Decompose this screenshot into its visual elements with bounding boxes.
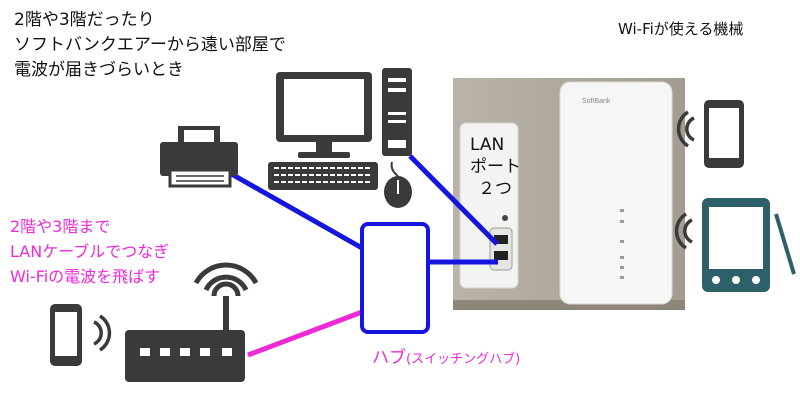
mouse-cord — [390, 161, 399, 177]
drive-bay — [388, 78, 406, 82]
lan-label-line: LAN — [470, 135, 505, 155]
wifi-arc — [203, 274, 249, 292]
lan-port-2 — [494, 251, 508, 260]
router-brand-text: SoftBank — [582, 98, 611, 105]
smartphone-icon — [50, 304, 112, 366]
hub-label: ハブ(スイッチングハブ) — [372, 343, 520, 368]
printer-body — [160, 142, 238, 176]
lan-port-label: LAN ポート ２つ — [470, 134, 521, 200]
printer-output-lines — [176, 175, 224, 182]
wifi-arc — [193, 262, 259, 285]
status-led — [620, 209, 624, 212]
left-caption-line: LANケーブルでつなぎ — [10, 242, 170, 261]
tablet-button — [732, 276, 740, 284]
drive-bay — [388, 112, 406, 115]
top-caption-line: 2階や3階だったり — [14, 10, 155, 30]
drive-bay — [388, 88, 406, 92]
tablet-button — [712, 276, 720, 284]
router-led — [160, 348, 170, 356]
smartphone-icon — [676, 100, 744, 168]
printer-output — [168, 168, 232, 188]
phone-screen — [709, 108, 739, 158]
top-caption: 2階や3階だったり ソフトバンクエアーから遠い部屋で 電波が届きづらいとき — [14, 8, 286, 83]
desktop-pc-icon — [268, 68, 412, 208]
left-caption-line: 2階や3階まで — [10, 217, 111, 236]
monitor-screen — [284, 79, 364, 135]
stylus-icon — [774, 213, 796, 275]
router-led — [222, 348, 232, 356]
left-caption: 2階や3階まで LANケーブルでつなぎ Wi-Fiの電波を飛ばす — [10, 214, 169, 289]
keyboard-keys — [274, 167, 372, 183]
cables — [226, 154, 499, 358]
tablet-icon — [674, 198, 796, 292]
router-led — [200, 348, 210, 356]
wifi-devices-title: Wi-Fiが使える機械 — [618, 20, 744, 38]
printer-paper — [184, 130, 214, 144]
lan-label-line: ポート — [470, 157, 521, 177]
monitor-stand — [298, 152, 350, 158]
monitor-neck — [316, 142, 332, 154]
wifi-signal-icon — [676, 110, 690, 148]
status-led — [620, 220, 624, 223]
softbank-air-front-view: SoftBank — [559, 81, 673, 305]
wifi-signal-icon — [674, 212, 688, 250]
router-front-body — [559, 81, 673, 305]
top-caption-line: 電波が届きづらいとき — [14, 60, 184, 80]
left-caption-line: Wi-Fiの電波を飛ばす — [10, 267, 161, 286]
status-led — [620, 240, 624, 243]
wifi-router-icon — [125, 262, 259, 382]
hub-label-main: ハブ — [372, 348, 406, 368]
tablet-button — [752, 276, 760, 284]
drive-bay — [388, 120, 406, 123]
status-led — [620, 266, 624, 269]
tablet-screen — [709, 207, 763, 269]
wifi-arc — [211, 281, 241, 297]
wifi-signal-icon — [683, 218, 693, 244]
router-antenna — [223, 296, 229, 332]
wifi-signal-icon — [93, 320, 103, 346]
hub-label-sub: (スイッチングハブ) — [406, 352, 521, 367]
tower-slot — [388, 140, 406, 148]
router-led — [140, 348, 150, 356]
phone-screen — [55, 312, 77, 356]
cable-printer-to-hub — [226, 169, 364, 251]
power-jack — [502, 215, 508, 221]
router-led — [180, 348, 190, 356]
wifi-signal-icon — [685, 116, 695, 142]
cable-hub-to-wifi-router — [247, 309, 363, 358]
switching-hub-icon — [360, 222, 430, 334]
photo-floor — [453, 300, 685, 310]
status-led — [620, 256, 624, 259]
lan-label-line: ２つ — [478, 179, 512, 199]
lan-port-1 — [494, 235, 508, 244]
status-led — [620, 276, 624, 279]
printer-icon — [160, 126, 238, 188]
top-caption-line: ソフトバンクエアーから遠い部屋で — [14, 35, 286, 55]
wifi-signal-icon — [98, 314, 112, 352]
cable-pc-to-hub — [408, 154, 499, 246]
